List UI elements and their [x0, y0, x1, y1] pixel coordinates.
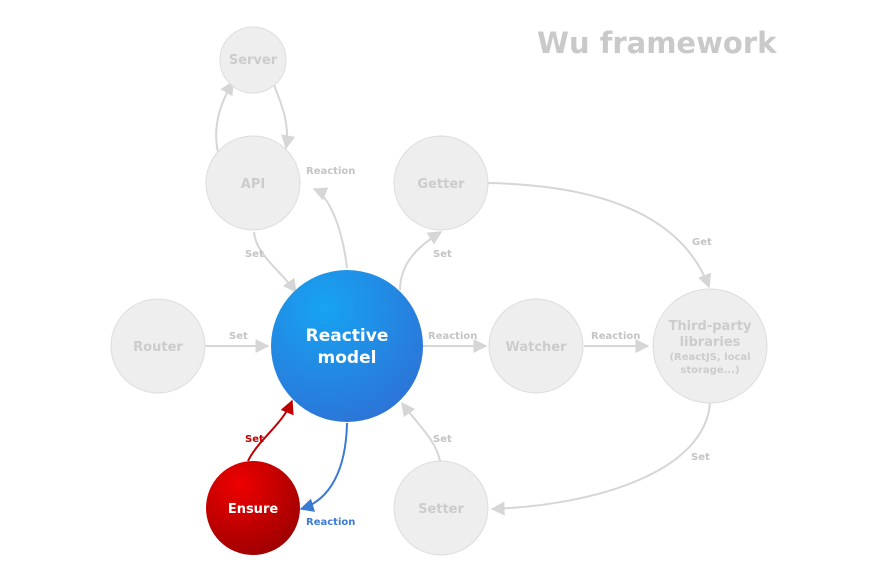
- node-getter-label: Getter: [417, 177, 465, 192]
- edge-third-party-to-setter: [490, 402, 711, 516]
- label-api-set: Set: [245, 249, 264, 260]
- edge-api-to-server: [215, 80, 234, 153]
- node-api: API: [205, 135, 301, 231]
- label-watcher-reaction: Reaction: [591, 331, 640, 342]
- edge-setter-to-model: [401, 401, 441, 462]
- node-router: Router: [110, 298, 206, 394]
- label-getter-get: Get: [692, 237, 712, 248]
- node-watcher: Watcher: [488, 298, 584, 394]
- node-ensure-label: Ensure: [228, 502, 279, 517]
- page-title: Wu framework: [537, 26, 777, 60]
- label-model-reaction: Reaction: [428, 331, 477, 342]
- node-setter-label: Setter: [418, 502, 464, 517]
- edge-api-to-model: [253, 231, 297, 294]
- label-api-reaction: Reaction: [306, 166, 355, 177]
- node-setter: Setter: [393, 460, 489, 556]
- edge-model-to-ensure: [299, 422, 348, 512]
- edge-labels: Reaction Set Set Get Set Reaction Reacti…: [229, 166, 712, 528]
- label-ensure-set: Set: [245, 434, 264, 445]
- node-router-label: Router: [133, 340, 183, 355]
- node-server: Server: [219, 26, 287, 94]
- node-third-party: Third-party libraries (ReactJS, local st…: [652, 288, 768, 404]
- label-setter-set: Set: [433, 434, 452, 445]
- node-third-party-sub-line2: storage...): [680, 365, 739, 376]
- node-third-party-label-line2: libraries: [680, 335, 741, 350]
- edge-model-to-api: [312, 187, 348, 269]
- node-ensure: Ensure: [206, 461, 300, 555]
- node-getter: Getter: [393, 135, 489, 231]
- node-reactive-model: Reactive model: [271, 270, 423, 422]
- label-getter-set: Set: [433, 249, 452, 260]
- edge-model-to-getter: [399, 231, 443, 291]
- node-reactive-model-label-line1: Reactive: [306, 326, 389, 346]
- node-server-label: Server: [229, 53, 278, 68]
- node-reactive-model-label-line2: model: [318, 348, 377, 368]
- edge-getter-to-third-party: [487, 182, 712, 289]
- edge-server-to-api: [273, 84, 296, 150]
- label-router-set: Set: [229, 331, 248, 342]
- node-api-label: API: [241, 177, 265, 192]
- label-third-party-set: Set: [691, 452, 710, 463]
- label-ensure-reaction: Reaction: [306, 517, 355, 528]
- node-watcher-label: Watcher: [505, 340, 567, 355]
- edge-ensure-to-model: [247, 399, 294, 462]
- node-third-party-label-line1: Third-party: [669, 319, 752, 334]
- edges: [205, 80, 712, 516]
- node-third-party-sub-line1: (ReactJS, local: [669, 352, 750, 363]
